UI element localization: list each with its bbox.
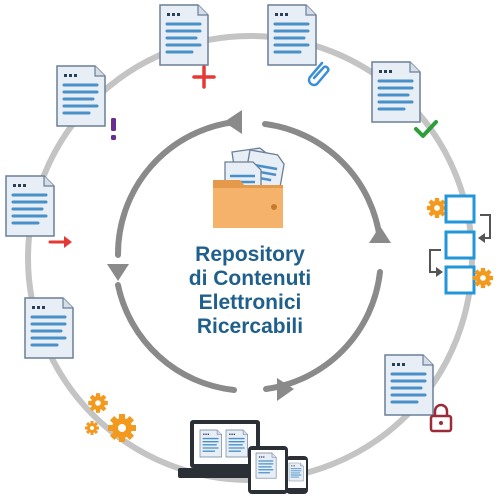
document-locked-icon xyxy=(383,353,453,433)
devices-icon xyxy=(178,420,308,494)
title-line-2: di Contenuti xyxy=(188,267,312,290)
title-line-1: Repository xyxy=(195,243,305,266)
document-paperclip-icon xyxy=(266,3,330,87)
title-line-4: Ricercabili xyxy=(196,315,304,338)
document-approved-icon xyxy=(370,60,438,138)
cycle-arrows xyxy=(114,119,383,393)
document-alert-icon xyxy=(55,64,116,140)
repository-title: Repository di Contenuti Elettronici Rice… xyxy=(150,243,350,339)
document-export-icon xyxy=(4,174,72,248)
document-plus-icon xyxy=(158,3,216,89)
title-line-3: Elettronici xyxy=(198,291,302,314)
workflow-icon xyxy=(426,194,494,295)
folder-documents-icon xyxy=(213,147,285,228)
cycle-arrowheads xyxy=(107,110,391,401)
document-icon xyxy=(23,296,75,360)
